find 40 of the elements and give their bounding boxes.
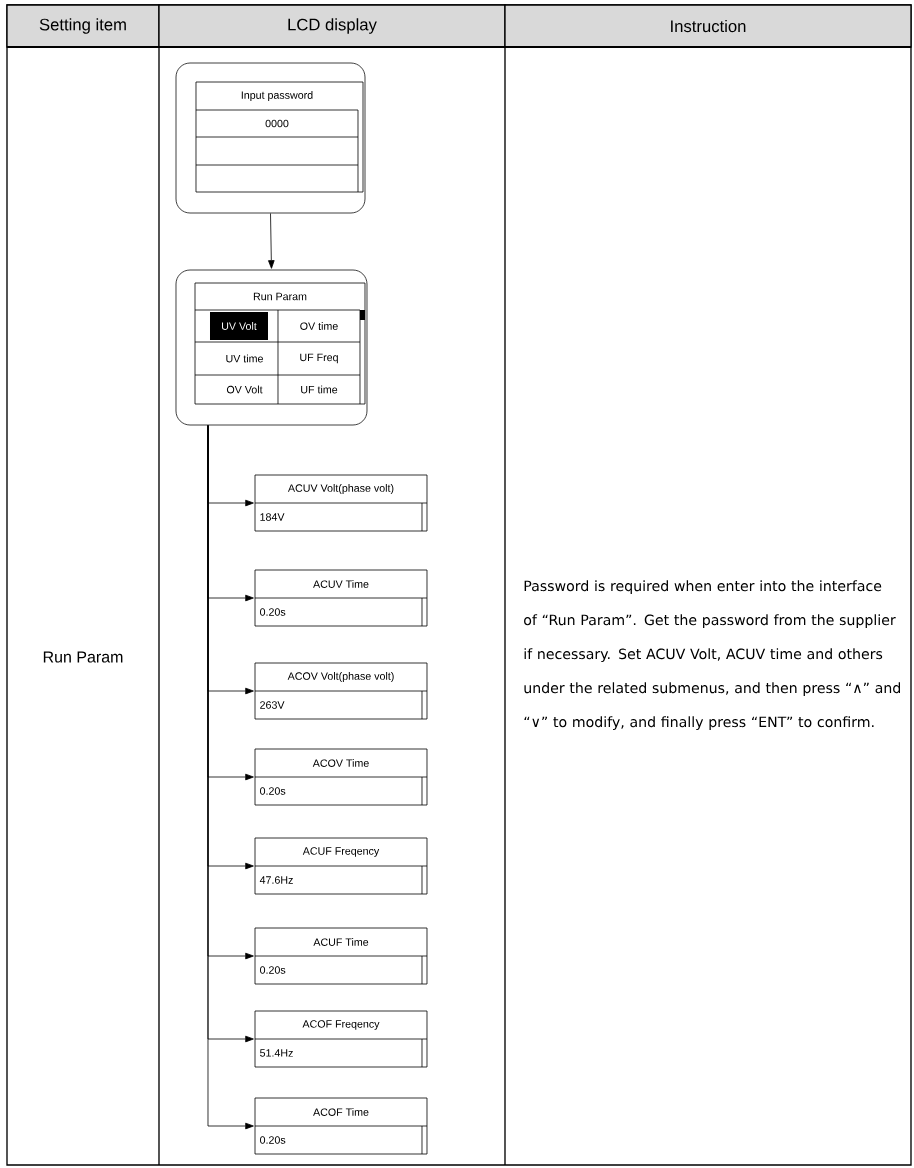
submenu-screen — [254, 748, 428, 806]
menu-text: ACOF Time — [313, 1108, 369, 1116]
menu-text: OV time — [300, 322, 338, 330]
header-cell: Instruction — [504, 4, 912, 48]
menu-text: 0.20s — [260, 1136, 286, 1144]
submenu-screen — [254, 927, 428, 985]
menu-text: 0.20s — [260, 787, 286, 795]
menu-text: 0.20s — [260, 608, 286, 616]
menu-text: 0000 — [265, 119, 289, 128]
header-cell: Setting item — [6, 4, 160, 48]
menu-text: ACOV Volt(phase volt) — [287, 672, 394, 682]
instruction-text: Password is required when enter into the interface of “Run Param”. Get the password from the supplier if necessary. Set ACUV Volt, ACUV time and others under the related submenus, and then press “∧” and “∨” to modify, and finally press “ENT” to confirm. — [524, 580, 900, 730]
menu-text: OV Volt — [226, 385, 263, 394]
menu-text: 263V — [260, 701, 285, 709]
menu-text: ACOF Freqency — [302, 1020, 380, 1030]
submenu-screen — [254, 837, 428, 895]
menu-text: 47.6Hz — [259, 876, 293, 884]
menu-text: UF time — [301, 385, 338, 394]
menu-text: ACOV Time — [312, 759, 369, 767]
arrow — [268, 213, 275, 269]
menu-text: ACUF Freqency — [302, 847, 380, 857]
menu-text: Input password — [241, 91, 313, 101]
menu-text: 0.20s — [260, 966, 286, 974]
lcd-screen — [175, 62, 366, 214]
submenu-screen — [254, 1097, 428, 1155]
menu-text: ACUV Time — [313, 580, 369, 588]
submenu-screen — [254, 662, 428, 720]
menu-text: ACUF Time — [313, 938, 369, 946]
menu-text: 51.4Hz — [260, 1049, 293, 1057]
menu-text: Run Param — [253, 292, 307, 301]
submenu-screen — [254, 1010, 428, 1068]
menu-text: 184V — [260, 513, 285, 521]
highlighted-menu-item: UV Volt — [210, 312, 268, 340]
menu-text: UF Freq — [300, 353, 338, 364]
lcd-screen — [175, 269, 368, 426]
table-cell-text: Run Param — [43, 651, 123, 663]
submenu-screen — [254, 569, 428, 627]
submenu-screen — [254, 474, 428, 532]
menu-text: ACUV Volt(phase volt) — [287, 484, 394, 494]
menu-text: UV time — [226, 354, 263, 363]
